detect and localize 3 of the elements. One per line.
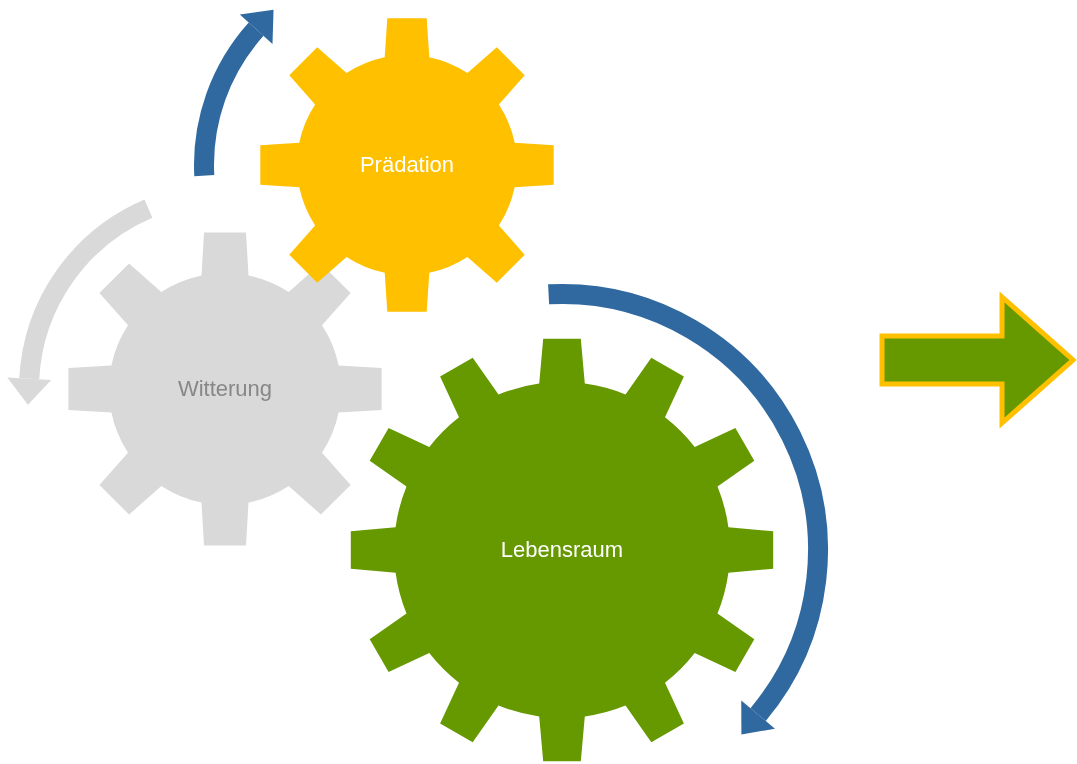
gear-label: Witterung xyxy=(177,376,273,402)
gear-label: Lebensraum xyxy=(500,537,624,563)
gear-label: Prädation xyxy=(359,152,455,178)
